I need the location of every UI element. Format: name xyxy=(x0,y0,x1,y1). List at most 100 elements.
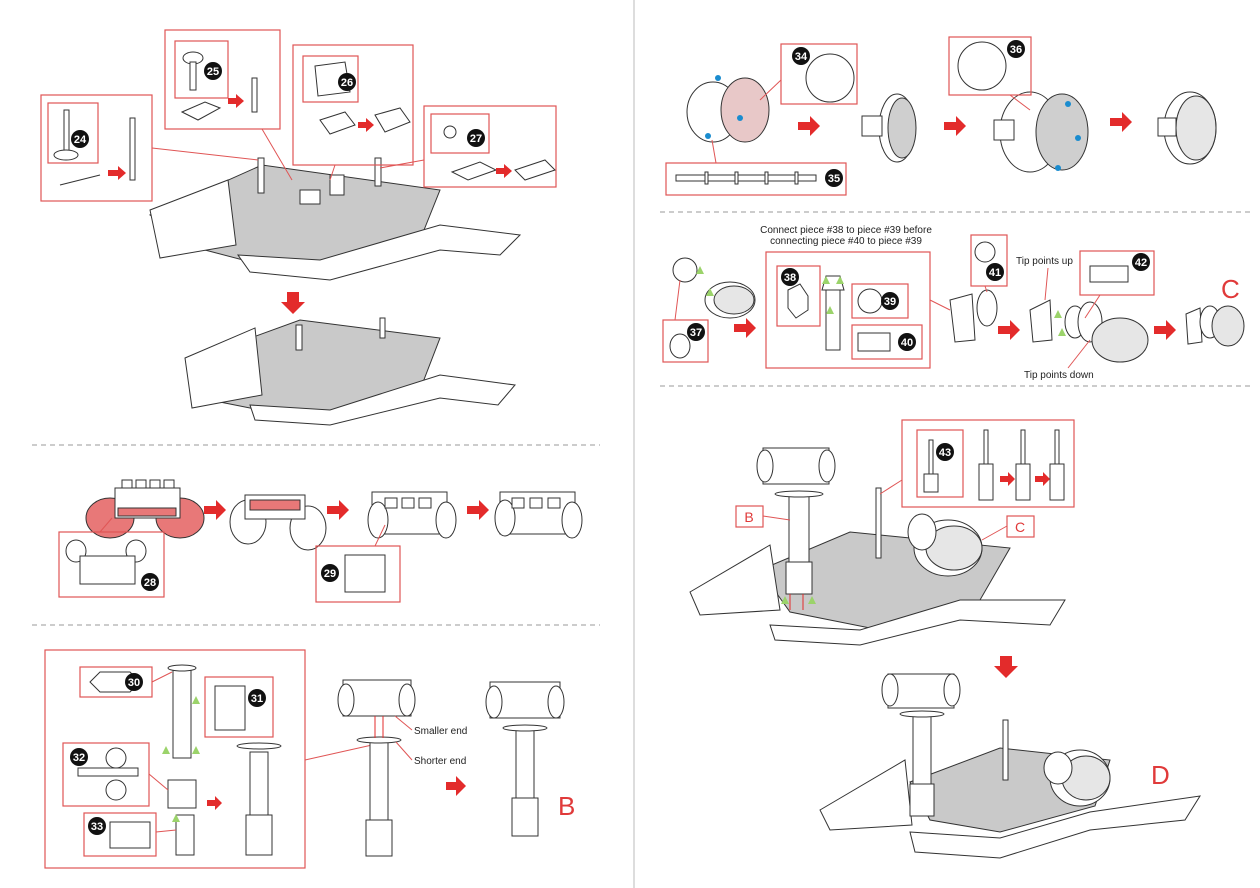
step-38-number: 38 xyxy=(784,272,796,284)
connect-note-line2: connecting piece #40 to piece #39 xyxy=(770,236,922,247)
final-assembly-D xyxy=(819,673,1201,859)
label-D: D xyxy=(1151,760,1170,790)
base-plate-assembled xyxy=(184,317,516,426)
wheel-assembly-stage-1 xyxy=(686,75,770,143)
step-30-number: 30 xyxy=(128,677,140,689)
step-42-badge xyxy=(1132,253,1150,271)
cab-assembly-stage-2 xyxy=(229,494,327,551)
arrow-down xyxy=(994,656,1018,678)
smaller-end-note: Smaller end xyxy=(414,726,467,737)
step-42-number: 42 xyxy=(1135,257,1147,269)
step-27-badge xyxy=(467,129,485,147)
step-31-panel: 31 xyxy=(204,676,274,738)
arrow-right xyxy=(446,776,466,796)
arrow-right xyxy=(798,116,820,136)
step-35-number: 35 xyxy=(828,173,840,185)
step-33-badge xyxy=(88,817,106,835)
step-30-panel: 30 xyxy=(79,666,153,698)
step-27-number: 27 xyxy=(470,133,482,145)
wheel-assembly-stage-2 xyxy=(861,93,917,163)
step-29-panel: 29 xyxy=(315,545,401,603)
assembly-C xyxy=(1185,305,1245,347)
step-26-number: 26 xyxy=(341,77,353,89)
step-34-badge xyxy=(792,47,810,65)
arrow-right xyxy=(204,500,226,520)
cab-assembly-stage-3 xyxy=(367,491,457,539)
arrow-right xyxy=(1110,112,1132,132)
shorter-end-note: Shorter end xyxy=(414,756,466,767)
cab-wheel-stage-1 xyxy=(672,257,756,319)
step-38-badge xyxy=(781,268,799,286)
arrow-right xyxy=(1154,320,1176,340)
callout-C: C xyxy=(1015,519,1025,535)
step-25-panel: 25 xyxy=(164,29,281,130)
step-39-badge xyxy=(881,292,899,310)
step-31-badge xyxy=(248,689,266,707)
step-36-number: 36 xyxy=(1010,44,1022,56)
step-28-panel: 28 xyxy=(58,531,165,598)
step-37-number: 37 xyxy=(690,327,702,339)
arrow-right xyxy=(327,500,349,520)
arrow-right xyxy=(467,500,489,520)
cab-assembly-stage-1 xyxy=(85,479,205,539)
step-34-panel: 34 xyxy=(780,43,858,105)
step-26-badge xyxy=(338,73,356,91)
step-24-number: 24 xyxy=(74,134,87,146)
cab-wheel-stage-2 xyxy=(949,289,998,343)
step-35-badge xyxy=(825,169,843,187)
step-33-panel: 33 xyxy=(83,812,157,857)
step-41-badge xyxy=(986,263,1004,281)
base-with-column-B xyxy=(689,447,1066,646)
sub-assembly-38-40-panel xyxy=(765,251,931,369)
step-29-number: 29 xyxy=(324,568,336,580)
arrow-down xyxy=(281,292,305,314)
callout-B: B xyxy=(744,509,753,525)
step-36-panel: 36 xyxy=(948,36,1032,96)
step-39-number: 39 xyxy=(884,296,896,308)
step-31-number: 31 xyxy=(251,693,263,705)
arrow-right xyxy=(734,318,756,338)
base-plate-assembly-top xyxy=(148,157,522,281)
step-25-badge xyxy=(204,62,222,80)
step-28-number: 28 xyxy=(144,577,156,589)
step-33-number: 33 xyxy=(91,821,103,833)
step-32-number: 32 xyxy=(73,752,85,764)
step-24-badge xyxy=(71,130,89,148)
step-40-number: 40 xyxy=(901,337,913,349)
step-35-panel: 35 xyxy=(665,162,847,196)
tip-down-note: Tip points down xyxy=(1024,370,1094,381)
step-34-number: 34 xyxy=(795,51,808,63)
arrow-right xyxy=(944,116,966,136)
step-40-badge xyxy=(898,333,916,351)
step-43-panel: 43 xyxy=(901,419,1075,508)
step-43-number: 43 xyxy=(939,447,951,459)
step-41-panel: 41 xyxy=(970,234,1008,287)
step-30-badge xyxy=(125,673,143,691)
step-40-panel: 40 xyxy=(851,324,923,360)
connect-note-line1: Connect piece #38 to piece #39 before xyxy=(760,225,932,236)
step-42-panel: 42 xyxy=(1079,250,1155,296)
step-29-badge xyxy=(321,564,339,582)
step-36-badge xyxy=(1007,40,1025,58)
step-39-panel: 39 xyxy=(851,283,909,319)
label-B: B xyxy=(558,791,575,821)
cab-assembled xyxy=(494,491,583,539)
tip-up-note: Tip points up xyxy=(1016,256,1073,267)
wheel-assembly-stage-3 xyxy=(993,91,1089,173)
step-26-panel: 26 xyxy=(292,44,414,166)
step-37-panel: 37 xyxy=(662,319,709,363)
step-27-panel: 27 xyxy=(423,105,557,188)
step-28-badge xyxy=(141,573,159,591)
cab-on-column xyxy=(337,679,416,857)
step-41-number: 41 xyxy=(989,267,1001,279)
step-32-panel: 32 xyxy=(62,742,150,807)
step-24-panel: 24 xyxy=(40,94,153,202)
arrow-right xyxy=(998,320,1020,340)
label-C: C xyxy=(1221,274,1240,304)
assembly-B xyxy=(485,681,565,837)
step-32-badge xyxy=(70,748,88,766)
cab-wheel-stage-3 xyxy=(1029,299,1149,363)
column-assembly-panel xyxy=(44,649,306,869)
step-38-panel: 38 xyxy=(776,265,821,327)
